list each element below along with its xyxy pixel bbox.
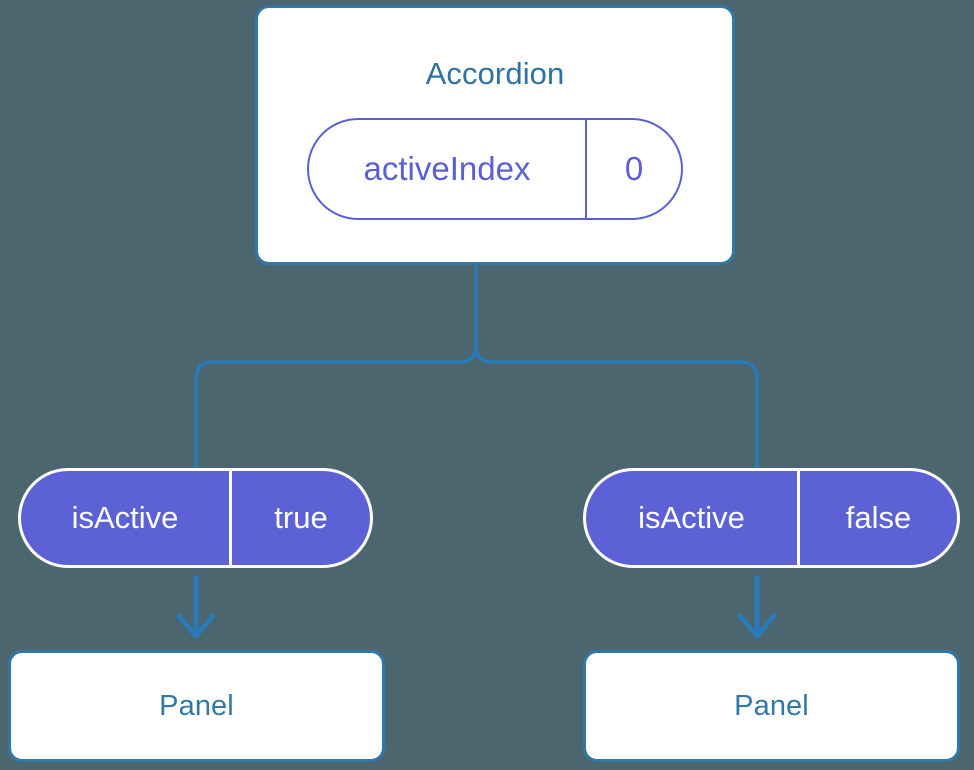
- arrow-right-head-icon: [737, 613, 777, 639]
- connector-root-to-right-branch: [474, 263, 759, 470]
- accordion-node-title: Accordion: [425, 56, 565, 91]
- prop-pill-is-active-true-value: true: [274, 500, 328, 535]
- prop-pill-active-index-value: 0: [624, 150, 644, 187]
- panel-node-left[interactable]: Panel: [8, 650, 385, 762]
- connector-root-to-left-branch: [194, 263, 478, 470]
- prop-pill-is-active-true-key: isActive: [21, 471, 232, 565]
- prop-pill-is-active-true[interactable]: isActive true: [18, 468, 373, 568]
- prop-pill-active-index-key: activeIndex: [309, 120, 587, 218]
- panel-node-right-title: Panel: [734, 689, 809, 722]
- prop-pill-is-active-false-key: isActive: [586, 471, 800, 565]
- prop-pill-active-index[interactable]: activeIndex 0: [307, 118, 683, 220]
- prop-pill-is-active-false-value: false: [845, 500, 912, 535]
- panel-node-right[interactable]: Panel: [583, 650, 960, 762]
- prop-pill-is-active-false[interactable]: isActive false: [583, 468, 960, 568]
- panel-node-left-title: Panel: [159, 689, 234, 722]
- arrow-left-head-icon: [176, 613, 216, 639]
